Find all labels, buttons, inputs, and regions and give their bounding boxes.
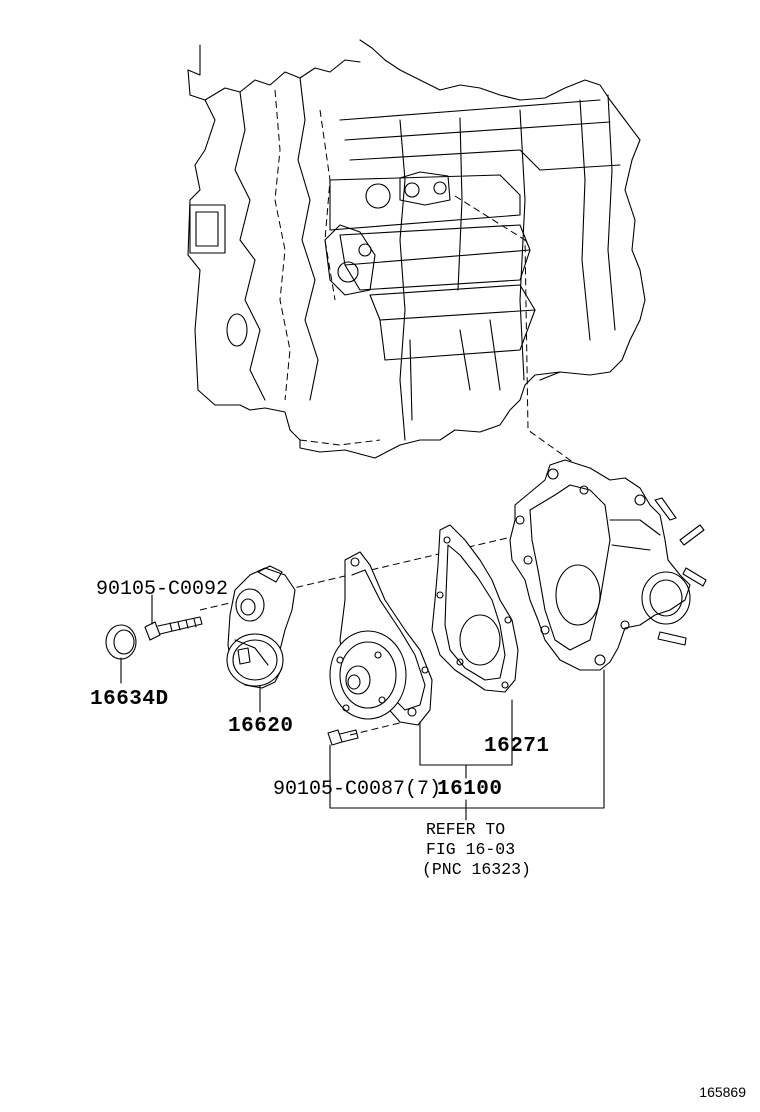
pump-bolt-drawing [327,729,359,746]
engine-block-drawing [187,39,646,459]
label-bolt-tensioner: 90105-C0092 [96,578,229,601]
water-inlet-housing [509,459,707,671]
label-tensioner: 16620 [228,715,294,738]
tensioner-bolt-drawing [144,616,203,641]
label-pump-assy: 16100 [437,778,503,801]
figure-number: 165869 [699,1084,746,1100]
gasket-drawing [431,524,519,693]
reference-line-1: REFER TO [426,820,506,839]
tensioner-drawing [226,565,296,689]
cap-drawing [105,624,137,660]
reference-line-2: FIG 16-03 [426,840,516,859]
leader-lines [120,594,605,821]
label-bolt-pump: 90105-C0087(7) [273,778,442,801]
water-pump-drawing [329,551,433,726]
label-cap: 16634D [90,688,169,711]
label-gasket: 16271 [484,735,550,758]
reference-line-3: (PNC 16323) [422,860,531,879]
